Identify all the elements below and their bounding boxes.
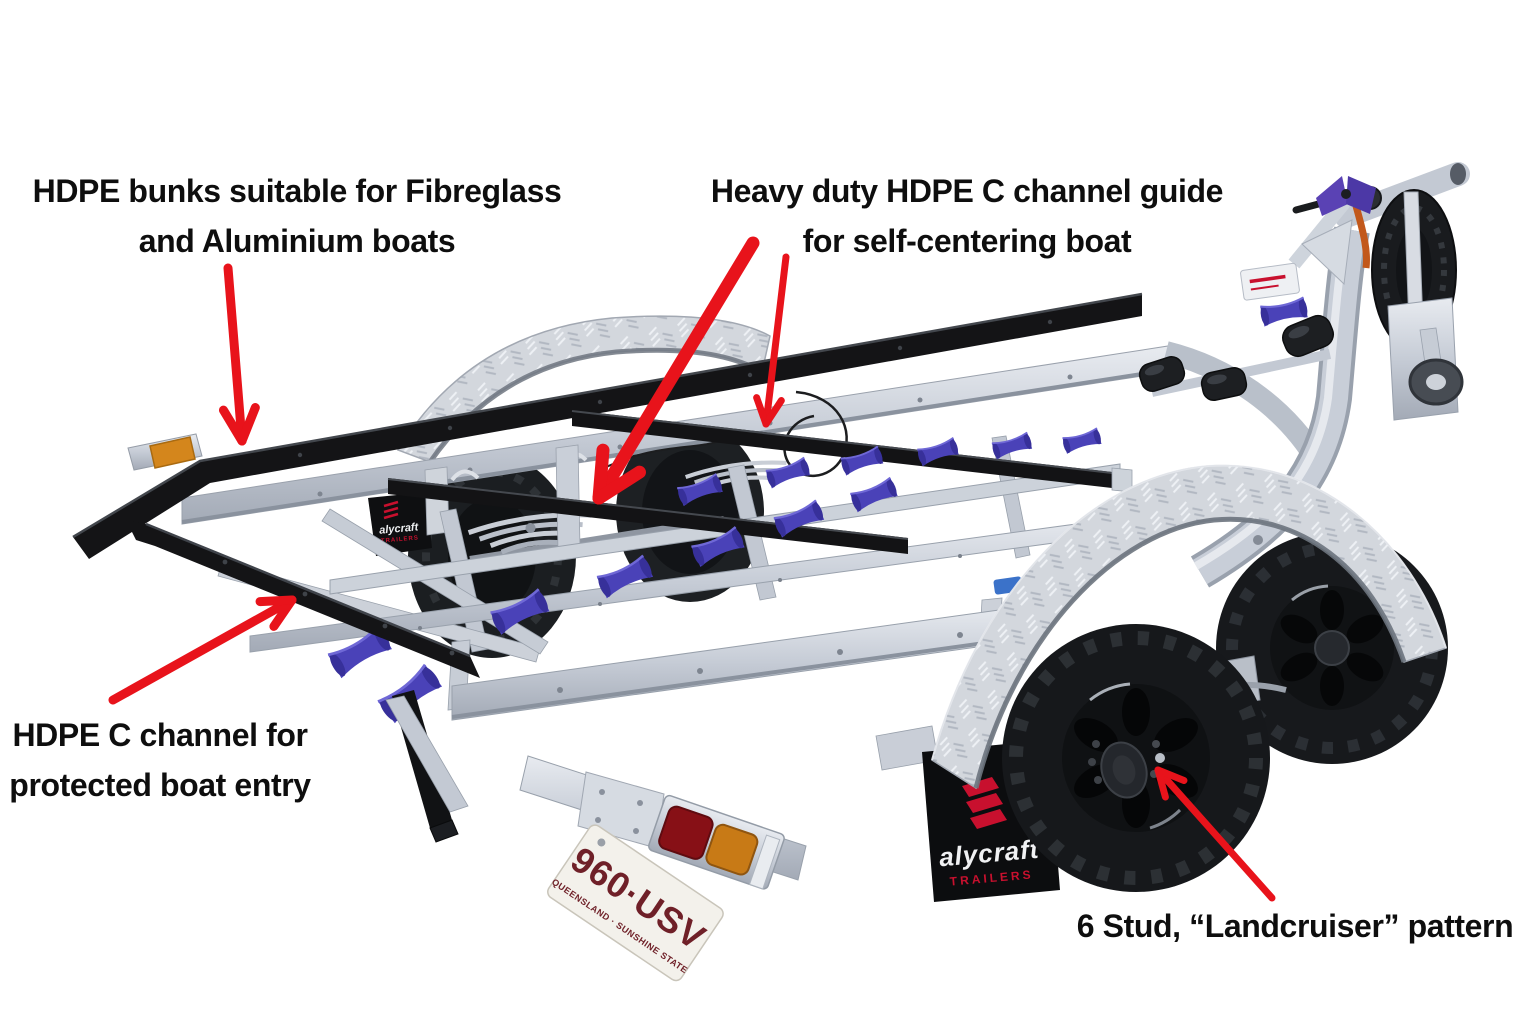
annotation-arrow	[218, 405, 247, 446]
annotation-arrow	[223, 263, 247, 446]
guard-bolt	[1253, 535, 1263, 545]
label-line: protected boat entry	[9, 767, 311, 803]
label-hdpe-bunks: HDPE bunks suitable for Fibreglass and A…	[33, 166, 562, 266]
label-boat-entry: HDPE C channel for protected boat entry	[9, 710, 311, 810]
far-mudflap: alycraft TRAILERS	[368, 492, 432, 556]
wobble-rollers	[1138, 314, 1335, 401]
brand-chevron-icon	[962, 777, 1007, 829]
annotation-arrows	[108, 236, 1276, 902]
annotation-arrow	[592, 465, 646, 505]
tandem-mudguard	[931, 464, 1447, 790]
winch-post	[1288, 176, 1382, 286]
hdpe-bunk-far	[72, 292, 1143, 559]
label-line: and Aluminium boats	[138, 223, 456, 259]
annotation-arrow	[592, 236, 760, 505]
jockey-wheel	[1408, 327, 1464, 406]
annotation-arrow	[762, 397, 785, 428]
brand-chevron-icon	[383, 500, 399, 520]
amber-side-reflector	[149, 436, 196, 469]
annotation-arrow	[1154, 766, 1188, 784]
winch-strap	[1352, 205, 1370, 269]
brand-label-box	[1240, 262, 1300, 301]
annotation-arrow	[1154, 766, 1276, 902]
label-line: HDPE C channel for	[12, 717, 308, 753]
annotation-arrow	[255, 595, 297, 607]
near-mudflap: alycraft TRAILERS	[922, 740, 1060, 902]
tail-light	[648, 794, 785, 890]
annotation-arrow	[108, 595, 297, 705]
label-stud-pattern: 6 Stud, “Landcruiser” pattern	[1076, 901, 1514, 951]
front-assembly	[1138, 162, 1470, 588]
wheel-stud	[1155, 753, 1165, 763]
annotation-arrow	[237, 403, 260, 446]
tail-light-red-lens	[658, 805, 714, 860]
bow-roller	[1316, 176, 1348, 216]
c-channel-guide-starboard	[571, 410, 1133, 493]
annotation-arrow	[762, 253, 790, 428]
beam-open-end	[1450, 163, 1466, 185]
rear-assembly: 960·USV QUEENSLAND · SUNSHINE STATE	[385, 695, 807, 982]
hdpe-bunk-near	[126, 520, 480, 678]
label-line: HDPE bunks suitable for Fibreglass	[32, 173, 562, 209]
far-mudflap-brand-tagline: TRAILERS	[381, 535, 419, 544]
annotation-arrow	[753, 394, 770, 428]
trailer: alycraft TRAILERS	[72, 162, 1470, 982]
c-channel-guide-port	[387, 478, 909, 554]
label-line: for self-centering boat	[802, 223, 1132, 259]
far-mudflap-brand-name: alycraft	[379, 521, 420, 536]
annotation-arrow	[1154, 766, 1169, 801]
bow-roller	[1346, 176, 1376, 214]
tail-light-amber-lens	[705, 823, 759, 876]
label-channel-guide: Heavy duty HDPE C channel guide for self…	[710, 166, 1224, 266]
label-line: Heavy duty HDPE C channel guide	[710, 173, 1224, 209]
label-line: 6 Stud, “Landcruiser” pattern	[1076, 908, 1514, 944]
